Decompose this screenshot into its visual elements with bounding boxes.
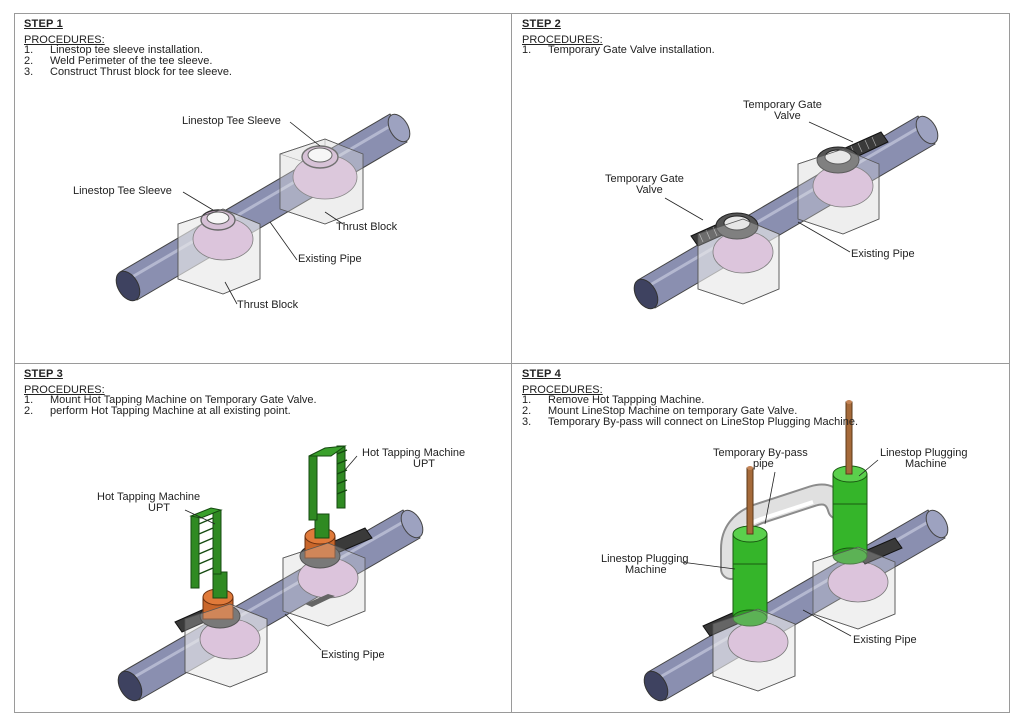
procedures-list: 1.Mount Hot Tapping Machine on Temporary… [24,395,360,417]
procedure-item: 1.Mount Hot Tapping Machine on Temporary… [24,394,317,406]
step-4-illustration: Temporary By-pass pipe Linestop Plugging… [601,400,967,702]
label-hot-tapping-machine-right-2: UPT [413,458,435,470]
label-plugging-machine-left-1: Linestop Plugging [601,553,688,565]
existing-pipe [115,113,411,302]
existing-pipe [643,509,949,702]
label-existing-pipe: Existing Pipe [298,253,362,265]
step-1-illustration: Linestop Tee Sleeve Linestop Tee Sleeve … [73,113,411,311]
existing-pipe [117,509,424,702]
hot-tapping-machine-right [297,445,373,607]
procedure-item: 1.Linestop tee sleeve installation. [24,44,203,56]
label-plugging-machine-right-2: Machine [905,458,947,470]
procedures-heading: PROCEDURES: [24,384,105,396]
tee-sleeve-upper [279,138,364,225]
procedures-heading: PROCEDURES: [24,34,105,46]
procedure-item: 2.perform Hot Tapping Machine at all exi… [24,405,291,417]
step-title: STEP 2 [522,18,561,30]
step-3-illustration: Hot Tapping Machine UPT Hot Tapping Mach… [97,445,465,702]
leader-lines [184,455,358,651]
label-plugging-machine-right-1: Linestop Plugging [880,447,967,459]
label-thrust-block-bottom: Thrust Block [237,299,299,311]
label-existing-pipe: Existing Pipe [851,248,915,260]
label-plugging-machine-left-2: Machine [625,564,667,576]
procedures-heading: PROCEDURES: [522,34,603,46]
label-hot-tapping-machine-left-2: UPT [148,502,170,514]
procedure-item: 2.Mount LineStop Machine on temporary Ga… [522,405,798,417]
step-2-panel: Temporary Gate Valve Temporary Gate Valv… [513,14,1009,362]
label-bypass-pipe-2: pipe [753,458,774,470]
tee-sleeve-lower [177,208,261,295]
procedures-list: 1.Linestop tee sleeve installation. 2.We… [24,45,360,78]
step-title: STEP 4 [522,368,561,380]
step-1-panel: Linestop Tee Sleeve Linestop Tee Sleeve … [15,14,511,362]
procedure-item: 3.Construct Thrust block for tee sleeve. [24,66,232,78]
step-title: STEP 3 [24,368,63,380]
label-bypass-pipe-1: Temporary By-pass [713,447,808,459]
step-title: STEP 1 [24,18,63,30]
procedure-item: 3.Temporary By-pass will connect on Line… [522,416,858,428]
procedure-item: 2.Weld Perimeter of the tee sleeve. [24,55,213,67]
procedure-item: 1.Remove Hot Tappping Machine. [522,394,705,406]
label-tee-sleeve-lower: Linestop Tee Sleeve [73,185,172,197]
label-hot-tapping-machine-left-1: Hot Tapping Machine [97,491,200,503]
step-2-illustration: Temporary Gate Valve Temporary Gate Valv… [605,99,939,310]
linestop-plugging-machine-left [702,466,796,692]
label-gate-valve-upper-2: Valve [774,110,801,122]
procedures-list: 1.Remove Hot Tappping Machine. 2.Mount L… [522,395,858,428]
existing-pipe [633,115,939,310]
procedures-heading: PROCEDURES: [522,384,603,396]
label-gate-valve-upper-1: Temporary Gate [743,99,822,111]
label-gate-valve-lower-2: Valve [636,184,663,196]
leader-lines [664,121,854,253]
leader-lines [182,121,344,305]
horizontal-divider [14,363,1010,364]
procedure-item: 1.Temporary Gate Valve installation. [522,44,715,56]
leader-lines [680,459,879,637]
step-3-panel: Hot Tapping Machine UPT Hot Tapping Mach… [15,364,511,712]
label-gate-valve-lower-1: Temporary Gate [605,173,684,185]
step-4-panel: Temporary By-pass pipe Linestop Plugging… [513,364,1009,712]
label-hot-tapping-machine-right-1: Hot Tapping Machine [362,447,465,459]
gate-valve-upper [797,131,889,235]
linestop-plugging-machine-right [827,400,903,603]
gate-valve-lower [690,212,780,305]
label-existing-pipe: Existing Pipe [321,649,385,661]
hot-tapping-machine-left [174,507,268,688]
label-thrust-block-right: Thrust Block [336,221,398,233]
label-existing-pipe: Existing Pipe [853,634,917,646]
procedures-list: 1.Temporary Gate Valve installation. [522,45,858,56]
label-tee-sleeve-upper: Linestop Tee Sleeve [182,115,281,127]
